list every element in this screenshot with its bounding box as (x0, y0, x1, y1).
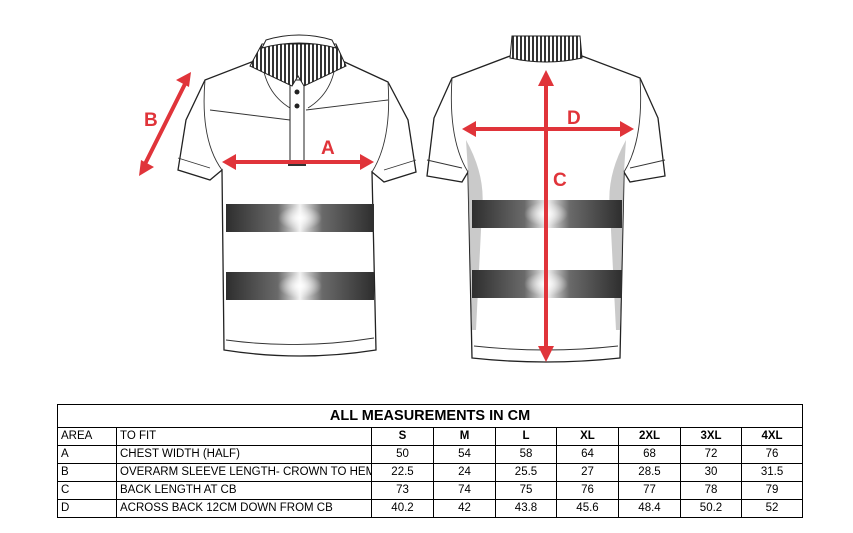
row-value: 48.4 (618, 499, 681, 518)
row-value: 74 (433, 481, 496, 500)
row-value: 30 (680, 463, 742, 482)
row-area: C (57, 481, 117, 500)
row-value: 40.2 (371, 499, 434, 518)
row-value: 78 (680, 481, 742, 500)
row-value: 72 (680, 445, 742, 464)
row-value: 58 (495, 445, 557, 464)
row-value: 79 (740, 481, 804, 500)
row-value: 50 (371, 445, 434, 464)
header-size-m: M (433, 427, 496, 446)
label-b: B (144, 110, 158, 131)
row-to-fit: BACK LENGTH AT CB (116, 481, 372, 500)
row-value: 43.8 (495, 499, 557, 518)
header-size-2xl: 2XL (618, 427, 681, 446)
row-value: 45.6 (556, 499, 619, 518)
label-a: A (321, 138, 335, 159)
table-row: B OVERARM SLEEVE LENGTH- CROWN TO HEM 22… (57, 463, 804, 482)
header-size-3xl: 3XL (680, 427, 742, 446)
row-value: 75 (495, 481, 557, 500)
row-value: 27 (556, 463, 619, 482)
row-value: 76 (740, 445, 804, 464)
row-value: 77 (618, 481, 681, 500)
row-value: 50.2 (680, 499, 742, 518)
header-size-xl: XL (556, 427, 619, 446)
header-area: AREA (57, 427, 117, 446)
row-area: A (57, 445, 117, 464)
row-to-fit: ACROSS BACK 12CM DOWN FROM CB (116, 499, 372, 518)
row-value: 22.5 (371, 463, 434, 482)
row-area: D (57, 499, 117, 518)
measure-arrow-d (462, 121, 634, 137)
row-value: 68 (618, 445, 681, 464)
front-shirt (177, 34, 417, 357)
row-value: 52 (740, 499, 804, 518)
measure-arrow-b (139, 72, 191, 176)
header-size-4xl: 4XL (740, 427, 804, 446)
header-to-fit: TO FIT (116, 427, 372, 446)
table-title: ALL MEASUREMENTS IN CM (56, 404, 804, 428)
shirt-diagram: A B C D (139, 34, 666, 363)
row-value: 54 (433, 445, 496, 464)
row-value: 76 (556, 481, 619, 500)
header-size-l: L (495, 427, 557, 446)
table-row: D ACROSS BACK 12CM DOWN FROM CB 40.2 42 … (57, 499, 804, 518)
row-to-fit: OVERARM SLEEVE LENGTH- CROWN TO HEM (116, 463, 372, 482)
table-header-row: AREA TO FIT S M L XL 2XL 3XL 4XL (57, 427, 804, 446)
row-area: B (57, 463, 117, 482)
table-row: C BACK LENGTH AT CB 73 74 75 76 77 78 79 (57, 481, 804, 500)
table-title-row: ALL MEASUREMENTS IN CM (56, 404, 804, 428)
row-value: 25.5 (495, 463, 557, 482)
row-value: 64 (556, 445, 619, 464)
header-size-s: S (371, 427, 434, 446)
row-value: 28.5 (618, 463, 681, 482)
size-chart-table: ALL MEASUREMENTS IN CM AREA TO FIT S M L… (56, 404, 804, 518)
measure-arrow-a (222, 154, 374, 170)
row-value: 31.5 (740, 463, 804, 482)
row-value: 42 (433, 499, 496, 518)
row-value: 24 (433, 463, 496, 482)
label-c: C (553, 170, 567, 191)
table-row: A CHEST WIDTH (HALF) 50 54 58 64 68 72 7… (57, 445, 804, 464)
row-to-fit: CHEST WIDTH (HALF) (116, 445, 372, 464)
label-d: D (567, 108, 581, 129)
row-value: 73 (371, 481, 434, 500)
